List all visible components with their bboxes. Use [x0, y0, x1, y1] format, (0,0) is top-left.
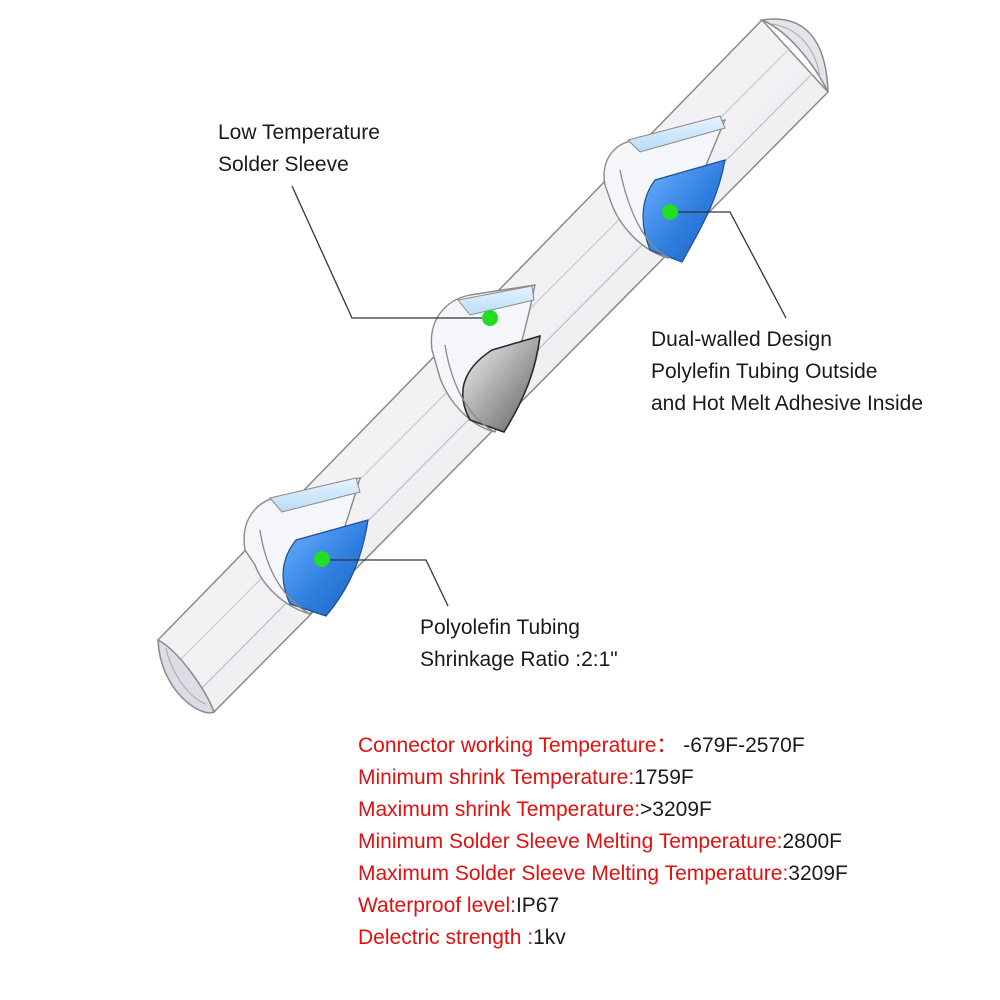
- tube-left-end: [157, 638, 215, 714]
- spec-value: 2800F: [782, 830, 843, 853]
- spec-row: Maximum Solder Sleeve Melting Temperatur…: [358, 858, 848, 890]
- callout-text: Polylefin Tubing Outside: [651, 360, 878, 383]
- marker-polyolefin: [314, 551, 330, 567]
- leader-line-polyolefin: [322, 559, 449, 607]
- spec-label: Maximum shrink Temperature:: [358, 798, 641, 821]
- solder-sleeve-ring: [430, 284, 541, 433]
- spec-label: Connector working Temperature：: [358, 734, 678, 757]
- callout-text: Dual-walled Design: [651, 328, 832, 351]
- spec-label: Delectric strength :: [358, 926, 534, 949]
- spec-row: Minimum shrink Temperature:1759F: [358, 762, 848, 794]
- callout-text: Shrinkage Ratio :2:1": [420, 648, 618, 671]
- spec-value: -679F-2570F: [677, 734, 805, 757]
- callout-text: Low Temperature: [218, 121, 380, 144]
- marker-dual-wall: [662, 204, 678, 220]
- callout-dual-wall: Dual-walled Design Polylefin Tubing Outs…: [651, 324, 923, 420]
- spec-row: Maximum shrink Temperature:>3209F: [358, 794, 848, 826]
- spec-label: Maximum Solder Sleeve Melting Temperatur…: [358, 862, 789, 885]
- callout-polyolefin: Polyolefin Tubing Shrinkage Ratio :2:1": [420, 612, 618, 676]
- marker-solder-sleeve: [482, 310, 498, 326]
- spec-row: Delectric strength :1kv: [358, 922, 848, 954]
- spec-row: Waterproof level:IP67: [358, 890, 848, 922]
- spec-label: Minimum Solder Sleeve Melting Temperatur…: [358, 830, 783, 853]
- spec-label: Minimum shrink Temperature:: [358, 766, 635, 789]
- leader-line-dual-wall: [670, 211, 787, 319]
- spec-value: 3209F: [788, 862, 848, 885]
- callout-text: Polyolefin Tubing: [420, 616, 580, 639]
- spec-list: Connector working Temperature： -679F-257…: [358, 730, 848, 954]
- spec-value: IP67: [515, 894, 560, 917]
- spec-value: 1kv: [533, 926, 566, 949]
- spec-value: >3209F: [640, 798, 712, 821]
- callout-solder-sleeve: Low Temperature Solder Sleeve: [218, 117, 380, 181]
- callout-text: Solder Sleeve: [218, 153, 349, 176]
- callout-text: and Hot Melt Adhesive Inside: [651, 392, 923, 415]
- spec-value: 1759F: [634, 766, 694, 789]
- upper-adhesive-ring: [603, 115, 727, 263]
- spec-row: Minimum Solder Sleeve Melting Temperatur…: [358, 826, 848, 858]
- spec-row: Connector working Temperature： -679F-257…: [358, 730, 848, 762]
- leader-line-solder-sleeve: [291, 185, 490, 319]
- spec-label: Waterproof level:: [358, 894, 516, 917]
- lower-adhesive-ring: [243, 477, 369, 617]
- tube-right-end: [759, 18, 829, 93]
